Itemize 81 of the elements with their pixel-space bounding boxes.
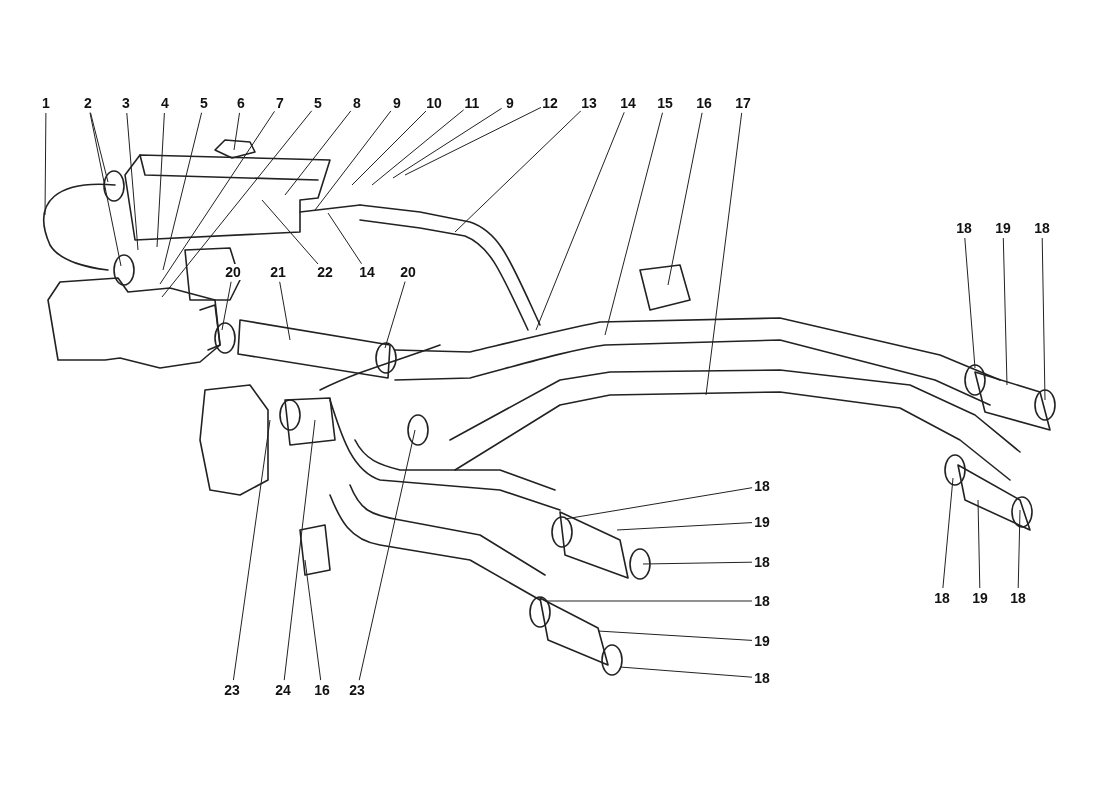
callout-number: 22 — [316, 264, 334, 280]
leader-line — [358, 429, 416, 681]
callout-number: 19 — [971, 590, 989, 606]
leader-line — [454, 109, 583, 233]
leader-line — [351, 109, 428, 186]
leader-line — [44, 112, 47, 216]
callout-number: 7 — [275, 95, 285, 111]
leader-line — [314, 110, 392, 211]
callout-number: 18 — [753, 554, 771, 570]
callout-number: 2 — [83, 95, 93, 111]
leader-line — [159, 110, 275, 285]
leader-line — [564, 487, 753, 520]
callout-number: 3 — [121, 95, 131, 111]
leader-line — [162, 112, 203, 271]
callout-number: 14 — [619, 95, 637, 111]
leader-line — [964, 237, 976, 369]
callout-number: 24 — [274, 682, 292, 698]
leader-line — [90, 112, 109, 183]
leader-line — [89, 112, 122, 267]
callout-number: 6 — [236, 95, 246, 111]
callout-number: 9 — [392, 95, 402, 111]
leader-line — [535, 111, 625, 331]
callout-number: 20 — [224, 264, 242, 280]
leader-line — [642, 561, 753, 565]
callout-number: 4 — [160, 95, 170, 111]
callout-number: 18 — [753, 593, 771, 609]
leader-line — [597, 630, 753, 641]
callout-number: 18 — [933, 590, 951, 606]
callout-number: 11 — [463, 95, 481, 111]
leader-line — [284, 110, 352, 196]
callout-number: 23 — [348, 682, 366, 698]
leader-line — [616, 522, 753, 531]
leader-line — [1002, 237, 1008, 386]
callout-number: 20 — [399, 264, 417, 280]
callout-number: 15 — [656, 95, 674, 111]
callout-number: 18 — [753, 478, 771, 494]
callout-number: 14 — [358, 264, 376, 280]
leader-line — [1017, 509, 1021, 589]
leader-line — [304, 559, 322, 681]
callout-number: 19 — [994, 220, 1012, 236]
callout-number: 16 — [695, 95, 713, 111]
leader-line — [221, 281, 232, 331]
callout-number: 5 — [199, 95, 209, 111]
leader-line — [327, 212, 362, 265]
callout-number: 18 — [753, 670, 771, 686]
leader-line — [544, 600, 753, 602]
callout-number: 17 — [734, 95, 752, 111]
leader-line — [604, 112, 663, 336]
callout-number: 19 — [753, 633, 771, 649]
callout-number: 13 — [580, 95, 598, 111]
callout-number: 16 — [313, 682, 331, 698]
leader-line — [619, 666, 753, 678]
callout-number: 18 — [1033, 220, 1051, 236]
leader-line — [942, 477, 954, 589]
leader-line — [384, 281, 406, 349]
callout-number: 21 — [269, 264, 287, 280]
callout-number: 18 — [1009, 590, 1027, 606]
leader-line — [279, 281, 291, 341]
callout-number: 19 — [753, 514, 771, 530]
leader-line — [232, 419, 271, 681]
callout-number: 9 — [505, 95, 515, 111]
callout-number: 5 — [313, 95, 323, 111]
callout-number: 1 — [41, 95, 51, 111]
callout-number: 8 — [352, 95, 362, 111]
leader-line — [161, 110, 313, 298]
callout-number: 12 — [541, 95, 559, 111]
leader-line — [977, 499, 981, 589]
callout-number: 18 — [955, 220, 973, 236]
leader-line — [156, 112, 165, 248]
leader-line — [404, 106, 542, 176]
leader-line — [705, 112, 743, 396]
leader-line — [283, 419, 316, 681]
leader-line — [233, 112, 240, 151]
leader-line — [667, 112, 703, 286]
leader-line — [126, 112, 139, 251]
leader-line — [392, 107, 503, 179]
leader-line — [261, 199, 319, 265]
leader-line — [1041, 237, 1046, 401]
callout-number: 10 — [425, 95, 443, 111]
callout-number: 23 — [223, 682, 241, 698]
leader-line — [371, 108, 465, 186]
